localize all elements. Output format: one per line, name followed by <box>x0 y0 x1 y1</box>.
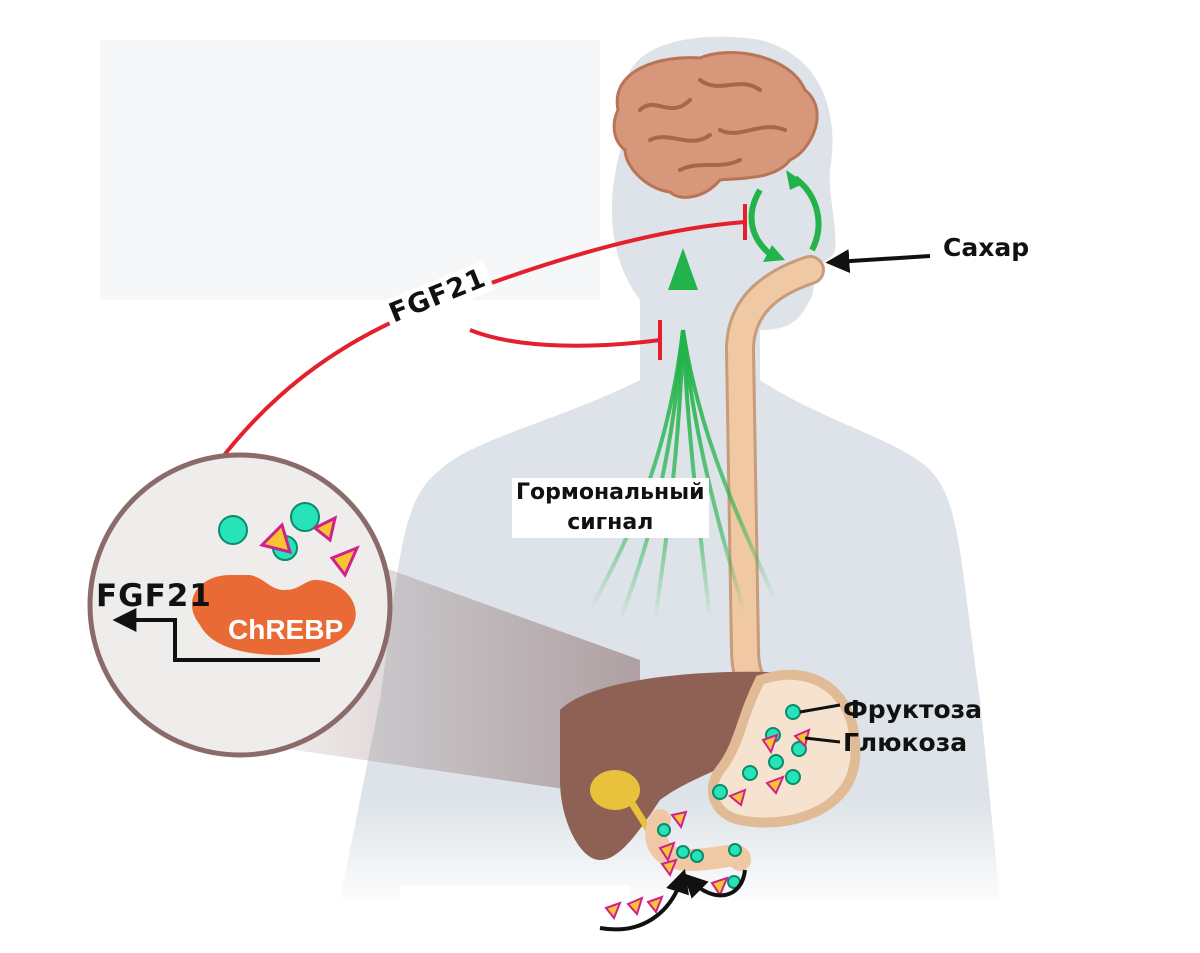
magnifier-molecules <box>218 502 360 578</box>
glucose-molecule <box>626 896 644 916</box>
glucose-molecule <box>728 788 747 807</box>
fructose-molecule <box>290 502 320 532</box>
fructose-molecule <box>791 741 807 757</box>
fructose-molecule <box>657 823 671 837</box>
legend-pointers <box>799 703 841 744</box>
glucose-molecule <box>604 901 622 920</box>
fgf21-gene-label: FGF21 <box>96 578 212 614</box>
transcription-arrow <box>112 608 320 662</box>
fructose-molecule <box>218 515 248 545</box>
fructose-molecule <box>690 849 704 863</box>
gut-molecules <box>604 704 811 920</box>
hormonal-signal-line-1: Гормональный <box>516 480 705 505</box>
glucose-molecule <box>761 733 779 755</box>
glucose-molecule <box>259 522 293 555</box>
sugar-arrow <box>825 249 931 274</box>
glucose-molecule <box>658 841 676 863</box>
fructose-molecule <box>728 843 742 857</box>
fructose-molecule <box>742 765 758 781</box>
gallbladder <box>590 770 640 810</box>
hormonal-signal-arrowhead <box>668 248 698 290</box>
fructose-molecule <box>785 704 801 720</box>
fructose-molecule <box>785 769 801 785</box>
glucose-molecule <box>710 876 729 898</box>
background-panel <box>100 40 600 300</box>
glucose-molecule <box>660 858 678 878</box>
fructose-molecule <box>676 845 690 859</box>
glucose-molecule <box>312 515 338 543</box>
fructose-label: Фруктоза <box>843 695 983 724</box>
chrebp-protein <box>191 575 356 655</box>
glucose-molecule <box>670 810 688 830</box>
glucose-molecule <box>646 895 664 914</box>
glucose-molecule <box>765 775 785 795</box>
glucose-molecule <box>329 545 360 578</box>
hormonal-signal-label: Гормональный сигнал <box>512 478 709 538</box>
chrebp-label: ChREBP <box>228 614 344 645</box>
brain <box>612 51 819 199</box>
fructose-molecule <box>712 784 728 800</box>
hormonal-signal-line-2: сигнал <box>567 510 654 535</box>
fructose-molecule <box>768 754 784 770</box>
absorption-arrows <box>599 868 747 932</box>
sugar-label: Сахар <box>943 233 1030 262</box>
stomach <box>707 669 861 828</box>
glucose-label: Глюкоза <box>843 728 968 757</box>
magnifier-circle <box>87 452 393 758</box>
